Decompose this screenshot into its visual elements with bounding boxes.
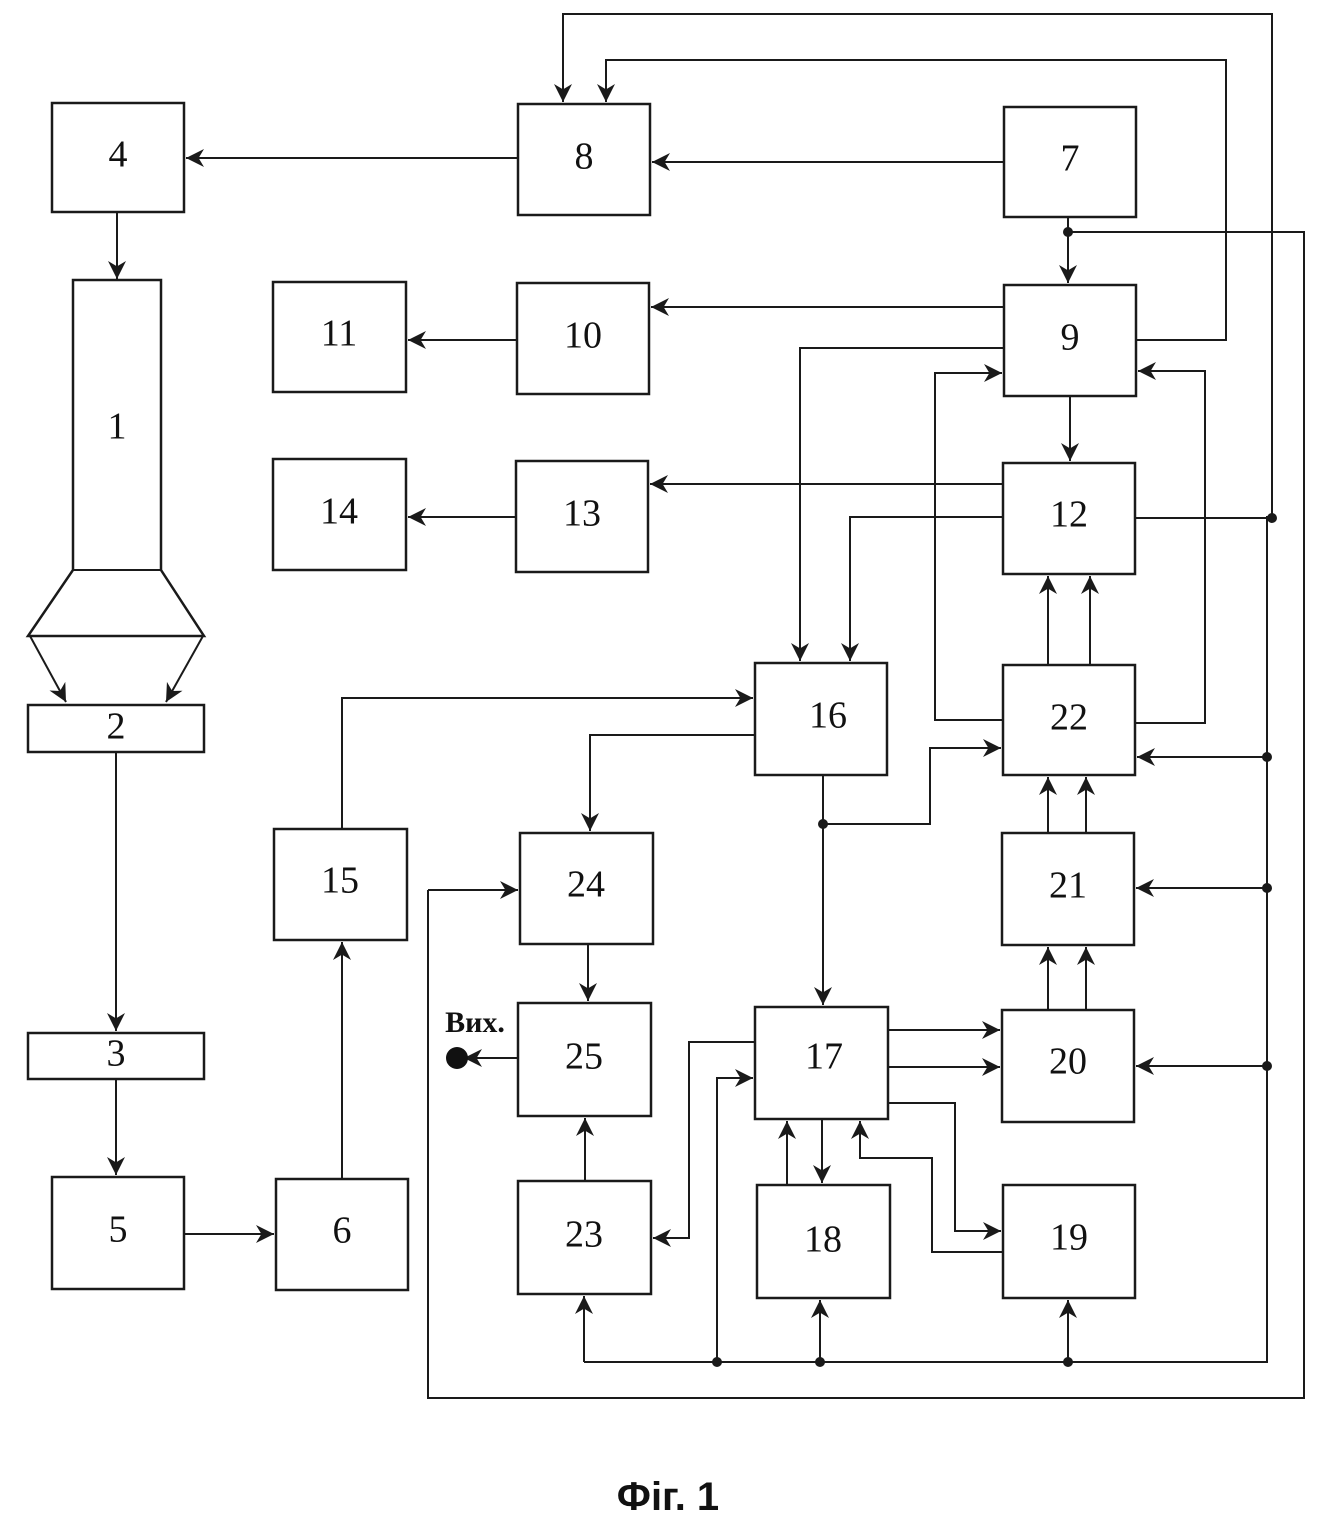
block-1-label: 1 [108, 406, 127, 448]
block-17: 17 [753, 1005, 890, 1121]
block-6-label: 6 [333, 1210, 352, 1252]
block-21: 21 [1000, 831, 1136, 947]
block-3-label: 3 [107, 1033, 126, 1075]
block-15-label: 15 [321, 860, 359, 902]
block-10-label: 10 [564, 315, 602, 357]
block-24-label: 24 [567, 864, 605, 906]
block-14-label: 14 [320, 491, 358, 533]
block-5-label: 5 [109, 1209, 128, 1251]
output-dot [446, 1047, 468, 1069]
arrow-9-to-8-right [597, 59, 1227, 341]
arrow-19-to-17 [851, 1121, 1003, 1253]
block-24: 24 [518, 831, 655, 946]
block-17-label: 17 [805, 1036, 843, 1078]
block-25: 25 [516, 1001, 653, 1118]
block-13-label: 13 [563, 493, 601, 535]
right-bus [584, 516, 1272, 1363]
block-9: 9 [1002, 283, 1138, 398]
block-12-label: 12 [1050, 494, 1088, 536]
block-3: 3 [26, 1031, 206, 1081]
block-15: 15 [272, 827, 409, 942]
block-6: 6 [274, 1177, 410, 1292]
block-8: 8 [516, 102, 652, 217]
arrow-9-to-16 [791, 347, 1004, 661]
junction-dot [712, 1357, 722, 1367]
block-7: 7 [1002, 105, 1138, 219]
arrow-16-to-22 [823, 739, 1001, 825]
junction-dot [1267, 513, 1277, 523]
output-label: Вих. [445, 1006, 505, 1039]
arrow-1-to-2-right [165, 635, 204, 703]
block-20: 20 [1000, 1008, 1136, 1124]
junction-dot [1262, 1061, 1272, 1071]
block-25-label: 25 [565, 1036, 603, 1078]
block-10: 10 [515, 281, 651, 396]
arrow-22-to-9-right [1135, 362, 1206, 724]
arrow-12-to-16 [841, 516, 1003, 661]
block-18: 18 [755, 1183, 892, 1300]
block-4: 4 [50, 101, 186, 214]
junction-dot [815, 1357, 825, 1367]
block-1-column: 1 [25, 278, 207, 638]
arrow-1-to-2-left [29, 635, 67, 703]
arrow-15-to-16 [341, 689, 753, 829]
block-19: 19 [1001, 1183, 1137, 1300]
block-11-label: 11 [321, 313, 358, 355]
block-13: 13 [514, 459, 650, 574]
junction-dots [712, 227, 1277, 1367]
block-4-label: 4 [109, 134, 128, 176]
figure-caption: Фіг. 1 [617, 1475, 719, 1519]
block-23: 23 [516, 1179, 653, 1296]
arrow-17-to-19 [888, 1102, 1001, 1240]
arrow-17-to-23 [653, 1041, 755, 1247]
connections [29, 13, 1305, 1399]
arrow-22-to-9-left [934, 364, 1003, 721]
block-22-label: 22 [1050, 697, 1088, 739]
junction-dot [1262, 752, 1272, 762]
block-5: 5 [50, 1175, 186, 1291]
block-8-label: 8 [575, 136, 594, 178]
block-16-label: 16 [809, 695, 847, 737]
block-7-label: 7 [1061, 138, 1080, 180]
block-21-label: 21 [1049, 865, 1087, 907]
arrow-bus-to-17 [716, 1069, 753, 1362]
junction-dot [818, 819, 828, 829]
block-16: 16 [753, 661, 889, 777]
block-23-label: 23 [565, 1214, 603, 1256]
line-7-to-outer-loop [427, 231, 1305, 1399]
block-22: 22 [1001, 663, 1137, 777]
junction-dot [1063, 1357, 1073, 1367]
block-12: 12 [1001, 461, 1137, 576]
junction-dot [1063, 227, 1073, 237]
junction-dot [1262, 883, 1272, 893]
arrow-16-to-24 [581, 734, 755, 831]
block-14: 14 [271, 457, 408, 572]
block-2-label: 2 [107, 706, 126, 748]
block-2: 2 [26, 703, 206, 754]
block-18-label: 18 [804, 1219, 842, 1261]
block-19-label: 19 [1050, 1217, 1088, 1259]
block-20-label: 20 [1049, 1041, 1087, 1083]
block-11: 11 [271, 280, 408, 394]
block-9-label: 9 [1061, 317, 1080, 359]
arrow-bus-to-8-left [554, 13, 1273, 517]
output-terminal: Вих. [445, 1006, 505, 1069]
